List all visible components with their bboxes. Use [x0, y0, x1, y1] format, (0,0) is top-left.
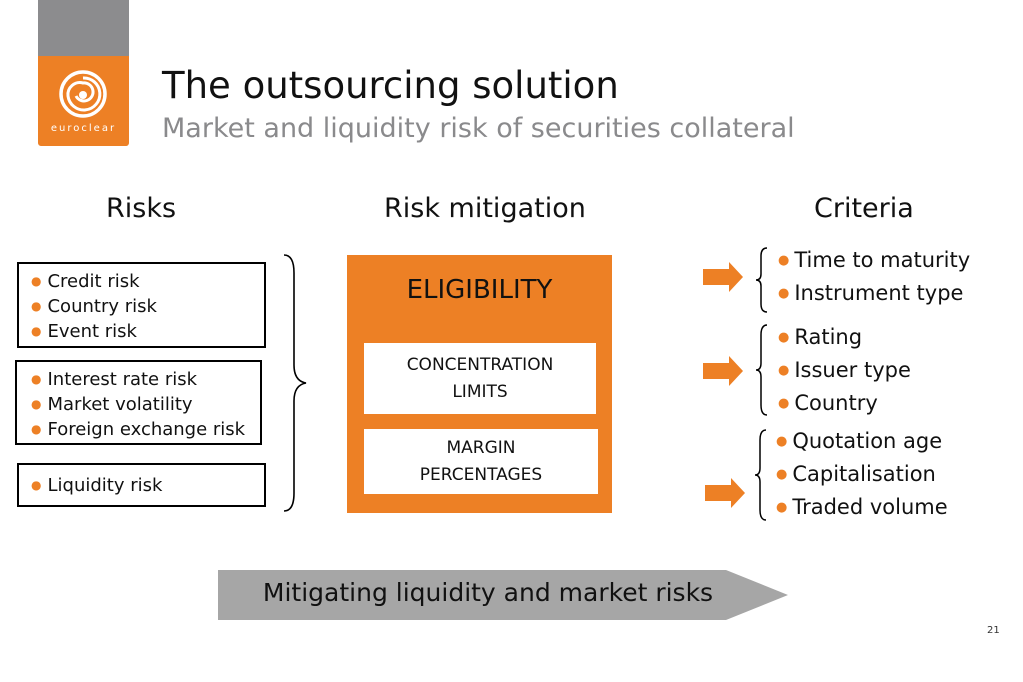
bullet-icon: ●	[776, 500, 788, 515]
list-item: ● Country	[778, 387, 911, 420]
bullet-icon: ●	[778, 363, 790, 378]
bullet-icon: ●	[778, 253, 790, 268]
risk-mitigation-box: ELIGIBILITY CONCENTRATION LIMITS MARGIN …	[347, 255, 612, 513]
risk-label: Liquidity risk	[47, 475, 163, 496]
criteria-label: Quotation age	[792, 429, 943, 453]
heading-criteria: Criteria	[814, 193, 914, 224]
left-brace-icon	[754, 429, 767, 521]
bullet-icon: ●	[31, 372, 42, 386]
list-item: ● Instrument type	[778, 277, 970, 310]
logo-wordmark: euroclear	[50, 123, 117, 134]
list-item: ● Event risk	[31, 319, 264, 344]
page-subtitle: Market and liquidity risk of securities …	[162, 113, 795, 144]
page-number: 21	[987, 625, 1000, 636]
bullet-icon: ●	[31, 397, 42, 411]
eligibility-label: ELIGIBILITY	[406, 275, 553, 305]
concentration-limits-box: CONCENTRATION LIMITS	[364, 343, 596, 414]
bullet-icon: ●	[31, 324, 42, 338]
bullet-icon: ●	[776, 434, 788, 449]
criteria-group-rating: ● Rating ● Issuer type ● Country	[778, 321, 911, 420]
list-item: ● Rating	[778, 321, 911, 354]
euroclear-swirl-icon	[59, 70, 107, 118]
bullet-icon: ●	[31, 274, 42, 288]
banner-text: Mitigating liquidity and market risks	[262, 578, 714, 607]
list-item: ● Interest rate risk	[31, 367, 260, 392]
list-item: ● Traded volume	[776, 491, 948, 524]
criteria-label: Time to maturity	[794, 248, 971, 272]
risk-label: Event risk	[47, 321, 137, 342]
arrow-right-icon	[703, 356, 743, 386]
bullet-icon: ●	[776, 467, 788, 482]
list-item: ● Liquidity risk	[31, 473, 264, 498]
bullet-icon: ●	[31, 422, 42, 436]
bullet-icon: ●	[31, 299, 42, 313]
criteria-group-quotation: ● Quotation age ● Capitalisation ● Traded v…	[776, 425, 948, 524]
list-item: ● Time to maturity	[778, 244, 970, 277]
criteria-label: Instrument type	[794, 281, 964, 305]
list-item: ● Quotation age	[776, 425, 948, 458]
risk-group-market: ● Interest rate risk ● Market volatility ●…	[15, 360, 262, 445]
risk-group-liquidity: ● Liquidity risk	[17, 463, 266, 507]
concentration-line2: LIMITS	[452, 382, 508, 402]
criteria-label: Rating	[794, 325, 863, 349]
risk-label: Credit risk	[47, 271, 140, 292]
logo-gray-bar	[38, 0, 129, 56]
list-item: ● Capitalisation	[776, 458, 948, 491]
margin-line1: MARGIN	[446, 438, 516, 458]
criteria-label: Capitalisation	[792, 462, 936, 486]
bullet-icon: ●	[31, 478, 42, 492]
margin-line2: PERCENTAGES	[419, 465, 543, 485]
risk-label: Interest rate risk	[47, 369, 198, 390]
criteria-label: Country	[794, 391, 878, 415]
list-item: ● Market volatility	[31, 392, 260, 417]
banner-arrow-shape	[218, 570, 788, 620]
heading-risks: Risks	[106, 193, 177, 224]
risk-label: Country risk	[47, 296, 157, 317]
bullet-icon: ●	[778, 396, 790, 411]
arrow-right-icon	[705, 478, 745, 508]
left-brace-icon	[755, 324, 768, 416]
euroclear-logo: euroclear	[38, 56, 129, 146]
margin-percentages-box: MARGIN PERCENTAGES	[364, 429, 598, 494]
heading-risk-mitigation: Risk mitigation	[384, 193, 586, 224]
right-brace-icon	[283, 254, 307, 512]
left-brace-icon	[755, 247, 768, 313]
list-item: ● Issuer type	[778, 354, 911, 387]
concentration-line1: CONCENTRATION	[406, 355, 554, 375]
criteria-group-maturity: ● Time to maturity ● Instrument type	[778, 244, 970, 310]
criteria-label: Issuer type	[794, 358, 911, 382]
risk-group-credit: ● Credit risk ● Country risk ● Event risk	[17, 262, 266, 348]
list-item: ● Foreign exchange risk	[31, 417, 260, 442]
bullet-icon: ●	[778, 330, 790, 345]
criteria-label: Traded volume	[792, 495, 948, 519]
list-item: ● Country risk	[31, 294, 264, 319]
risk-label: Market volatility	[47, 394, 193, 415]
page-title: The outsourcing solution	[162, 64, 619, 107]
arrow-right-icon	[703, 262, 743, 292]
list-item: ● Credit risk	[31, 269, 264, 294]
risk-label: Foreign exchange risk	[47, 419, 246, 440]
bullet-icon: ●	[778, 286, 790, 301]
